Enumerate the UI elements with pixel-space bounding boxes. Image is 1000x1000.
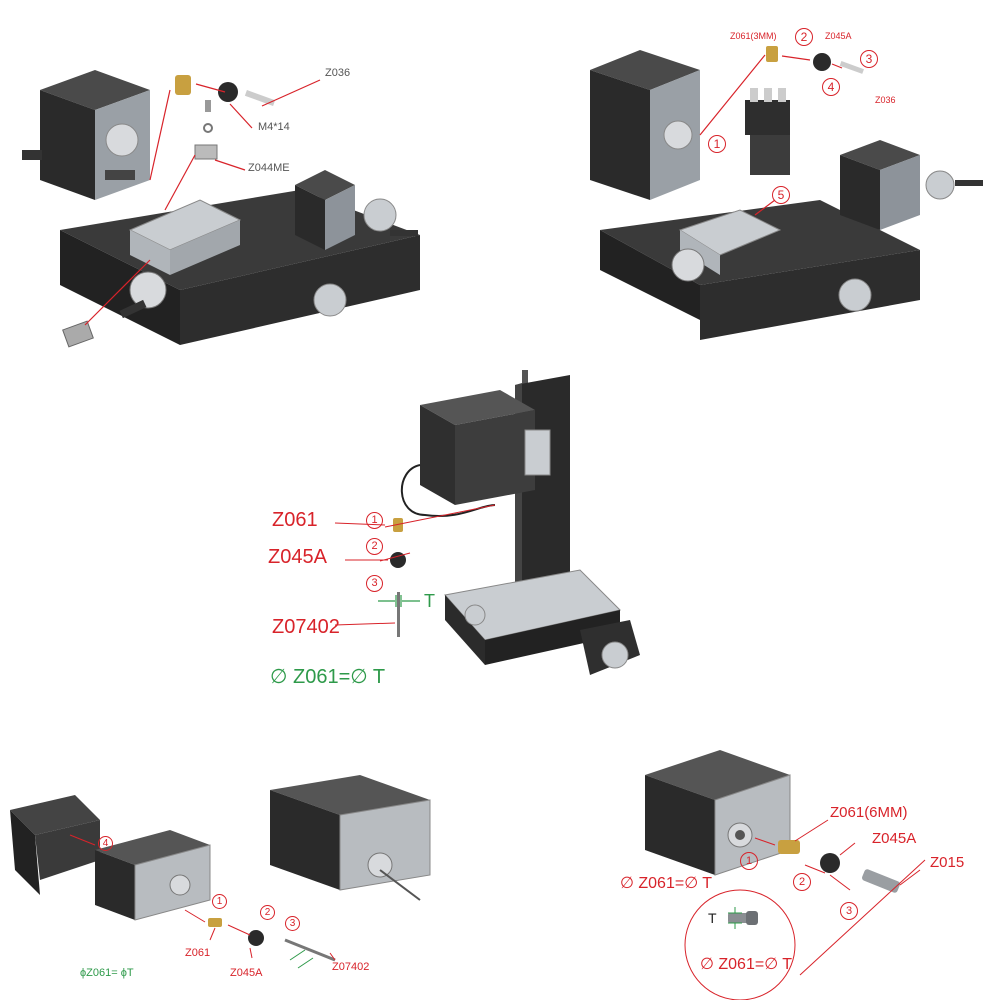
part-label-z061-6mm: Z061(6MM) [830,804,908,821]
part-label-z061: Z061 [272,509,318,531]
step-3-marker: 3 [840,902,858,920]
part-label-z015: Z015 [930,854,965,871]
step-4-marker: 4 [98,836,113,851]
part-label-z061: Z061 [185,947,211,959]
step-3-marker: 3 [366,575,383,592]
drill-illustration [334,370,640,675]
motor-left-panel: Z061 Z045A Z07402 ϕZ061= ϕT 1 2 3 4 [0,770,460,995]
part-label-m4x14: M4*14 [258,121,290,133]
step-2-marker: 2 [793,873,811,891]
dimension-label-t: T [424,591,435,611]
part-label-z07402: Z07402 [272,616,340,638]
step-1-marker: 1 [366,512,383,529]
part-label-z036: Z036 [875,95,896,105]
lathe-right-illustration [590,46,983,340]
lathe-right-panel: Z061(3MM) Z045A Z036 2 3 4 1 5 [570,20,990,350]
part-label-z061-3mm: Z061(3MM) [730,31,777,41]
step-2-marker: 2 [366,538,383,555]
step-2-marker: 2 [795,28,813,46]
step-5-marker: 5 [772,186,790,204]
motor-right-panel: Z061(6MM) Z045A Z015 ∅ Z061=∅ T ∅ Z061=∅… [600,735,995,1000]
diameter-formula: ∅ Z061=∅ T [270,666,386,688]
part-label-z044me: Z044ME [248,162,290,174]
dimension-label-t: T [708,910,717,926]
step-2-marker: 2 [260,905,275,920]
step-4-marker: 4 [822,78,840,96]
step-1-marker: 1 [212,894,227,909]
step-3-marker: 3 [860,50,878,68]
lathe-left-illustration [22,70,420,348]
part-label-z07402: Z07402 [332,961,370,973]
diameter-formula-main: ∅ Z061=∅ T [620,875,713,892]
step-1-marker: 1 [740,852,758,870]
part-label-z036: Z036 [325,67,351,79]
lathe-left-panel: Z036 M4*14 Z044ME [0,0,460,370]
step-3-marker: 3 [285,916,300,931]
part-label-z045a: Z045A [872,830,917,847]
motor-right-illustration [645,750,926,1000]
motor-left-illustration [10,775,431,969]
diameter-formula-detail: ∅ Z061=∅ T [700,956,793,973]
diameter-formula: ϕZ061= ϕT [80,967,134,979]
drill-panel: Z061 Z045A Z07402 T ∅ Z061=∅ T 1 2 3 [260,355,660,700]
part-label-z045a: Z045A [825,31,852,41]
part-label-z045a: Z045A [268,546,327,568]
step-1-marker: 1 [708,135,726,153]
part-label-z045a: Z045A [230,967,263,979]
